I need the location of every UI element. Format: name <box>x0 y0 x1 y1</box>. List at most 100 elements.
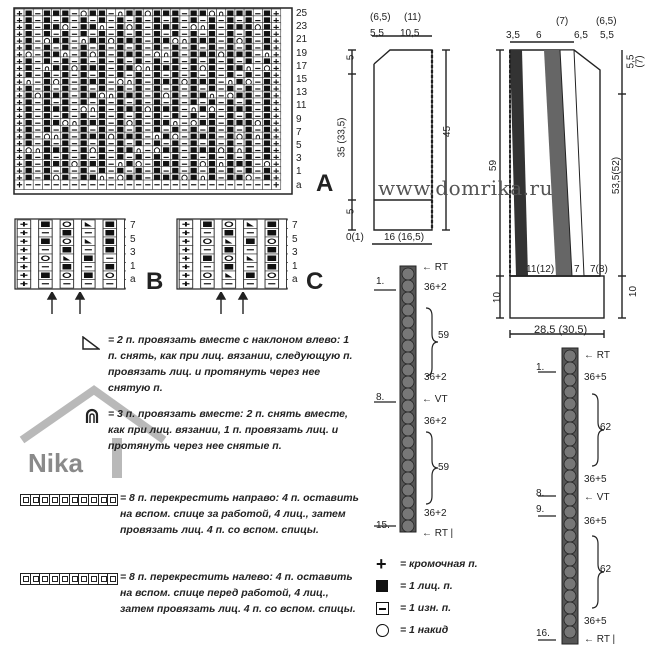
stitch-cell <box>124 279 139 289</box>
stitch-cell <box>124 219 139 229</box>
strip-cable-twist <box>401 519 415 533</box>
left-top-right: 10,5 <box>400 28 420 39</box>
stitch-cell <box>286 253 301 263</box>
chart-c <box>176 218 344 290</box>
cable-cell <box>60 495 70 505</box>
chart-a-row-label: 3 <box>296 153 302 165</box>
strip-2-row-start: 1. <box>536 362 545 373</box>
strip-1-brace1: 59 <box>438 330 450 341</box>
cable-left-symbol <box>20 573 118 585</box>
left-pattern <box>348 35 450 245</box>
symbol-legend: + = кромочная п. = 1 лиц. п. = 1 изн. п.… <box>372 554 542 644</box>
stitch-cell <box>221 253 237 263</box>
row-label: 7 <box>292 220 298 231</box>
left-side-top: 5 <box>345 54 357 61</box>
nika-logo: Nika <box>28 448 83 478</box>
right-stripe-c: 7(8) <box>590 264 608 275</box>
row-label: 3 <box>130 247 136 258</box>
stitch-cell <box>286 279 301 289</box>
right-t1: 3,5 <box>506 30 520 41</box>
strip-2-c4: 36+5 <box>584 616 607 627</box>
right-bottom: 28,5 (30,5) <box>534 324 588 336</box>
stitch-cell <box>59 270 75 280</box>
strip-1-row-mid: 8. <box>376 392 385 403</box>
stitch-cell <box>124 245 139 255</box>
chart-a-row-label: 17 <box>296 60 308 72</box>
right-r2: (7) <box>634 55 646 68</box>
strip-2-c2: 36+5 <box>584 474 607 485</box>
cable-cell <box>99 574 109 584</box>
chart-a-row-label: 11 <box>296 100 307 112</box>
left-bottom-left: 0(1) <box>346 232 364 243</box>
cable-cell <box>89 495 99 505</box>
strip-2-rt-label: RT <box>596 350 610 361</box>
cable-cell <box>79 495 89 505</box>
legend-row-selvage: + = кромочная п. <box>372 554 542 578</box>
stitch-cell <box>200 270 215 280</box>
dec-left-symbol <box>82 336 100 350</box>
stitch-cell <box>286 262 301 272</box>
cable-cell <box>99 495 109 505</box>
stitch-cell <box>286 270 301 280</box>
chart-a-row-label: 13 <box>296 87 308 99</box>
nika-logo-roof <box>19 385 167 478</box>
cable-cell <box>31 495 41 505</box>
strip-2-vt: ← VT <box>584 492 610 503</box>
legend-cable-left: = 8 п. перекрестить налево: 4 п. оставит… <box>120 571 356 615</box>
chart-a-row-label: 23 <box>296 21 308 33</box>
chart-b-grid <box>14 218 182 290</box>
left-bottom-right: 16 (16,5) <box>384 232 425 243</box>
chart-c-title: C <box>306 268 324 295</box>
strip-2-rt-end-label: RT <box>596 634 610 645</box>
chart-b-arrows <box>46 292 86 314</box>
legend-row-purl: = 1 изн. п. <box>372 600 542 622</box>
cable-cell <box>31 574 41 584</box>
right-535: 53,5(52) <box>611 156 623 195</box>
strip-1-vt-label: VT <box>434 394 448 405</box>
chart-a-row-label: 25 <box>296 8 308 19</box>
right-left-10: 10 <box>492 291 504 304</box>
strip-1-rt-end: ← RT | <box>422 528 454 539</box>
chart-a-row-label: 19 <box>296 47 308 59</box>
legend-row-yarn-over: = 1 накид <box>372 622 542 644</box>
strip-2-vt-label: VT <box>596 492 610 503</box>
cable-cell <box>50 495 60 505</box>
right-t3: 6,5 <box>574 30 588 41</box>
right-t4: 5,5 <box>600 30 614 41</box>
stitch-cell <box>59 219 75 229</box>
cable-cell <box>108 495 117 505</box>
left-top-b: (11) <box>404 12 422 23</box>
chart-a-grid <box>13 7 293 195</box>
legend: = 2 п. провязать вместе с наклоном влево… <box>20 330 360 650</box>
stitch-cell <box>124 270 139 280</box>
cable-cell <box>79 574 89 584</box>
legend-dec-three: = 3 п. провязать вместе: 2 п. снять вмес… <box>108 408 348 452</box>
right-stripe-a: 11(12) <box>526 264 555 275</box>
chart-a-row-label: 21 <box>296 34 308 46</box>
chart-a-row-label: 9 <box>296 113 302 125</box>
chart-b-title: B <box>146 268 164 295</box>
stitch-cell <box>124 253 139 263</box>
stitch-cell <box>286 236 301 246</box>
chart-a-row-label: 5 <box>296 140 302 151</box>
chart-a-row-label: 15 <box>296 74 308 85</box>
strip-2-row-mid2: 9. <box>536 504 545 515</box>
strip-1-rt-label: RT <box>434 262 448 273</box>
strip-1-rt: ← RT <box>422 262 448 273</box>
circle-icon <box>376 624 389 637</box>
cable-cell <box>21 574 31 584</box>
stitch-cell <box>124 236 139 246</box>
left-side-main: 35 (33,5) <box>336 117 348 158</box>
cable-cell <box>70 574 80 584</box>
stitch-cell <box>286 245 301 255</box>
strip-2-row-mid1: 8. <box>536 488 545 499</box>
row-label: 1 <box>292 260 298 272</box>
cable-cell <box>70 495 80 505</box>
strip-2-brackets <box>538 371 605 641</box>
stitch-cell <box>200 236 215 246</box>
strip-2-brace1: 62 <box>600 422 612 433</box>
strip-1-brace2: 59 <box>438 462 450 473</box>
legend-purl: = 1 изн. п. <box>400 602 452 614</box>
strip-1 <box>399 265 417 533</box>
right-left-59: 59 <box>488 159 500 172</box>
